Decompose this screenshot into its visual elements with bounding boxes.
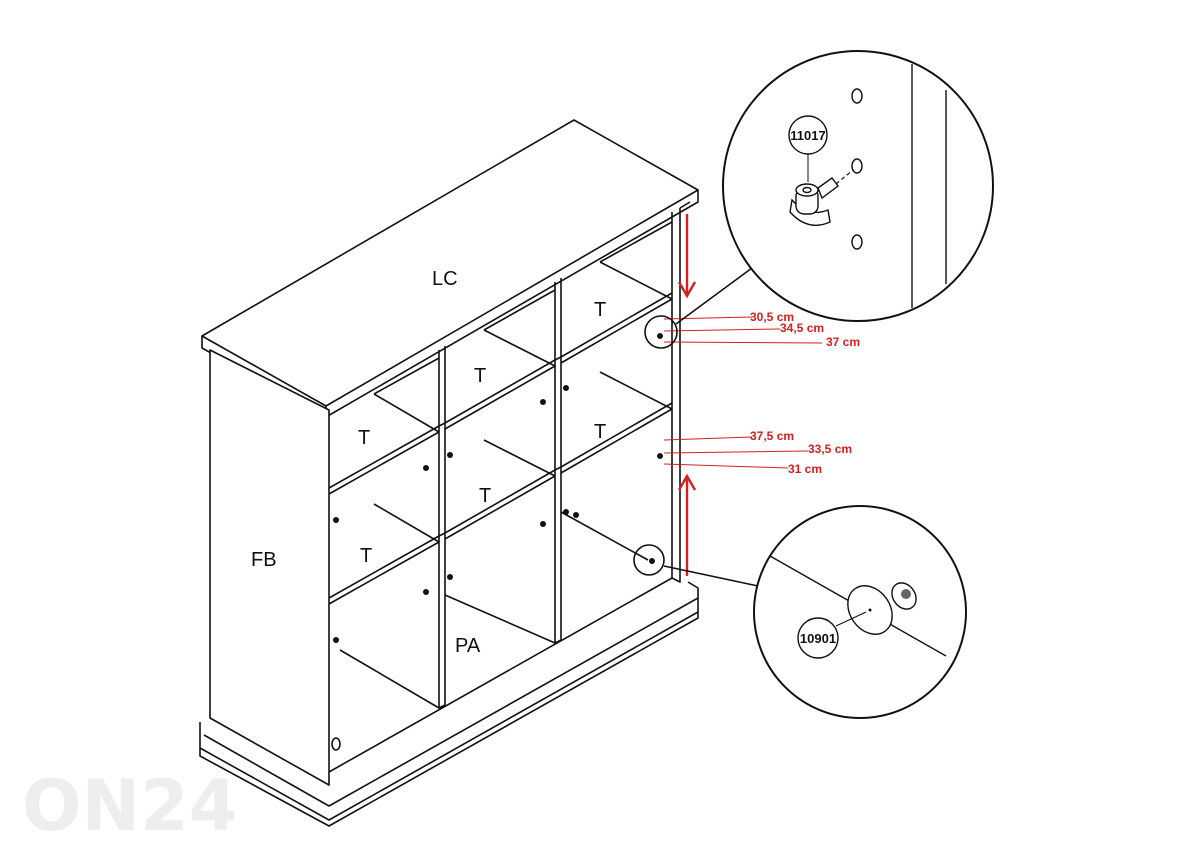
shelf-pin-holes [333, 333, 663, 643]
label-shelf: T [474, 365, 486, 387]
measurement-lower-1: 37,5 cm [750, 429, 794, 443]
measurement-upper-2: 34,5 cm [780, 321, 824, 335]
measure-lines [663, 316, 823, 469]
measurement-lower-2: 33,5 cm [808, 442, 852, 456]
measurement-lower-3: 31 cm [788, 462, 822, 476]
detail-circle-lower: 10901 [753, 505, 967, 719]
shelf-support-part [789, 177, 839, 226]
base-plinth [199, 581, 699, 821]
label-shelf: T [479, 485, 491, 507]
label-shelf: T [358, 427, 370, 449]
callout-part-upper: 11017 [790, 128, 825, 143]
divider-right [554, 278, 562, 644]
focus-circle-upper [644, 315, 678, 349]
direction-arrows [677, 214, 697, 576]
label-shelf: T [594, 299, 606, 321]
label-top-panel: LC [432, 268, 458, 290]
shelf-row-2 [328, 402, 673, 599]
focus-circle-lower [633, 544, 665, 576]
label-side-panel: FB [251, 549, 277, 571]
callout-part-lower: 10901 [800, 631, 836, 646]
label-back-panel: PA [455, 635, 481, 657]
label-shelf: T [360, 545, 372, 567]
right-edge [671, 208, 681, 583]
measurement-upper-3: 37 cm [826, 335, 860, 349]
shelf-row-1 [328, 292, 673, 489]
detail-circle-upper: 11017 [722, 50, 994, 322]
label-shelf: T [594, 421, 606, 443]
divider-left [438, 346, 446, 709]
top-panel [201, 119, 699, 407]
measurement-upper-1: 30,5 cm [750, 310, 794, 324]
brand-watermark: ON24 [22, 765, 238, 847]
side-panel [209, 349, 330, 786]
cabinet [199, 119, 699, 827]
cover-cap-part [847, 582, 917, 635]
